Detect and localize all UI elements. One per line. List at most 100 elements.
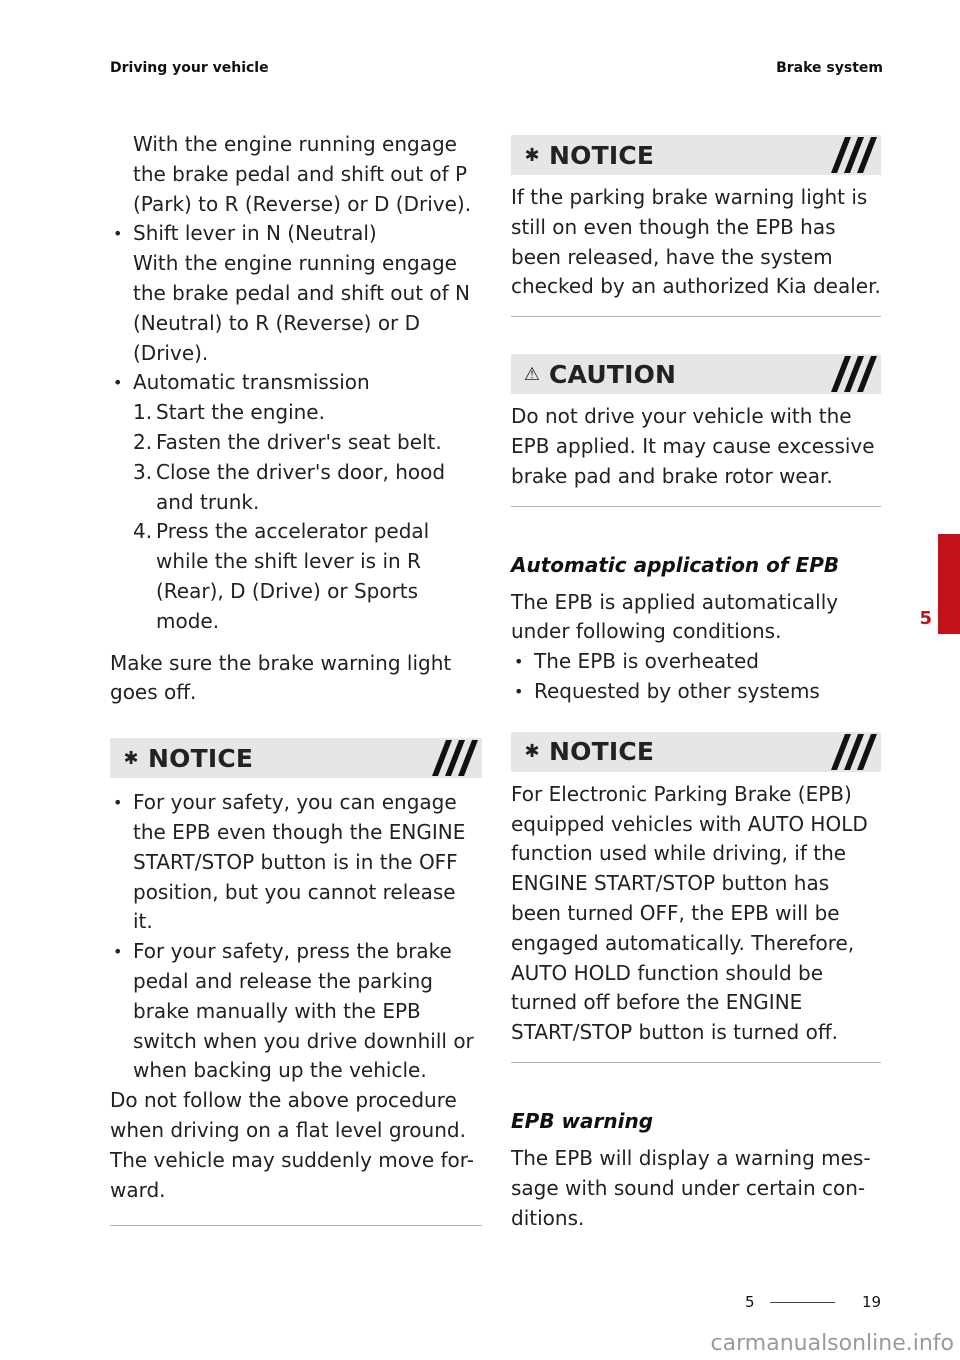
text-line: Requested by other systems bbox=[534, 678, 820, 703]
text-line: (Neutral) to R (Reverse) or D bbox=[133, 310, 421, 335]
text-line: The vehicle may suddenly move for- bbox=[110, 1147, 474, 1172]
text-line: With the engine running engage bbox=[133, 251, 457, 276]
text-line: Make sure the brake warning light bbox=[110, 650, 452, 675]
text-line: been released, have the system bbox=[511, 244, 833, 269]
text-line: START/STOP button is turned off. bbox=[511, 1020, 838, 1045]
text-line: goes off. bbox=[110, 680, 197, 705]
text-line: Do not follow the above procedure bbox=[110, 1088, 457, 1113]
diagonal-stripes-icon bbox=[432, 740, 478, 777]
text-line: For your safety, you can engage bbox=[133, 790, 457, 815]
text-line: (Rear), D (Drive) or Sports bbox=[156, 578, 419, 603]
text-line: If the parking brake warning light is bbox=[511, 185, 868, 209]
diagonal-stripes-icon bbox=[831, 137, 877, 173]
section-divider bbox=[110, 1225, 482, 1227]
text-line: when backing up the vehicle. bbox=[133, 1058, 427, 1083]
text-line: it. bbox=[133, 909, 153, 934]
conditions-list: The EPB is overheated Requested by other… bbox=[511, 647, 881, 707]
text-line: equipped vehicles with AUTO HOLD bbox=[511, 811, 868, 836]
text-line: Fasten the driver's seat belt. bbox=[156, 429, 442, 454]
list-item: 4. Press the accelerator pedal while the… bbox=[133, 517, 482, 636]
text-line: still on even though the EPB has bbox=[511, 214, 836, 239]
running-header-chapter: Driving your vehicle bbox=[110, 60, 269, 76]
text-line: pedal and release the parking bbox=[133, 968, 433, 993]
text-line: under following conditions. bbox=[511, 619, 782, 644]
section-divider bbox=[511, 1061, 881, 1063]
text-line: The EPB is overheated bbox=[534, 649, 759, 674]
text-line: switch when you drive downhill or bbox=[133, 1028, 474, 1053]
notice-asterisk-icon: ✱ bbox=[524, 741, 540, 763]
notice-bullet-list: For your safety, you can engage the EPB … bbox=[110, 788, 482, 1086]
list-item: 2. Fasten the driver's seat belt. bbox=[133, 428, 482, 458]
notice-banner: ✱ NOTICE bbox=[511, 731, 881, 772]
caution-banner: ⚠ CAUTION bbox=[511, 354, 881, 395]
bullet-title: Automatic transmission bbox=[133, 370, 370, 395]
text-line: while the shift lever is in R bbox=[156, 549, 421, 574]
list-item: Shift lever in N (Neutral) With the engi… bbox=[110, 219, 482, 368]
text-line: For Electronic Parking Brake (EPB) bbox=[511, 781, 852, 806]
list-item: The EPB is overheated bbox=[511, 647, 881, 677]
text-line: been turned OFF, the EPB will be bbox=[511, 900, 840, 925]
text-line: brake manually with the EPB bbox=[133, 998, 421, 1023]
continued-paragraph: With the engine running engage the brake… bbox=[110, 130, 482, 219]
text-line: sage with sound under certain con- bbox=[511, 1175, 866, 1200]
text-line: Start the engine. bbox=[156, 400, 325, 425]
text-line: (Drive). bbox=[133, 340, 209, 365]
text-line: (Park) to R (Reverse) or D (Drive). bbox=[133, 191, 472, 216]
text-line: Do not drive your vehicle with the bbox=[511, 404, 852, 429]
text-line: the brake pedal and shift out of P bbox=[133, 161, 468, 186]
list-item: Automatic transmission bbox=[110, 368, 482, 398]
notice-title: NOTICE bbox=[148, 743, 254, 773]
text-line: and trunk. bbox=[156, 489, 260, 514]
section-heading: Automatic application of EPB bbox=[511, 552, 840, 577]
list-item: For your safety, press the brake pedal a… bbox=[110, 937, 482, 1086]
list-item: 1. Start the engine. bbox=[133, 398, 482, 428]
text-line: START/STOP button is in the OFF bbox=[133, 849, 458, 874]
watermark: carmanualsonline.info bbox=[710, 1331, 954, 1356]
text-line: brake pad and brake rotor wear. bbox=[511, 463, 833, 488]
footer-divider bbox=[770, 1302, 835, 1303]
text-line: the EPB even though the ENGINE bbox=[133, 819, 466, 844]
left-column: With the engine running engage the brake… bbox=[110, 130, 482, 1227]
right-column: ✱ NOTICE If the parking brake warning li… bbox=[511, 130, 881, 1233]
text-line: ditions. bbox=[511, 1205, 585, 1230]
footer-chapter-number: 5 bbox=[745, 1293, 755, 1311]
chapter-tab-number: 5 bbox=[919, 608, 932, 629]
footer-page-number: 19 bbox=[862, 1293, 882, 1311]
notice-asterisk-icon: ✱ bbox=[123, 747, 139, 769]
bullet-title: Shift lever in N (Neutral) bbox=[133, 221, 377, 246]
caution-title: CAUTION bbox=[549, 359, 677, 389]
notice-banner: ✱ NOTICE bbox=[511, 135, 881, 175]
notice-title: NOTICE bbox=[549, 140, 655, 170]
text-line: ward. bbox=[110, 1177, 166, 1202]
text-line: turned off before the ENGINE bbox=[511, 990, 803, 1015]
notice-title: NOTICE bbox=[549, 737, 655, 767]
shift-bullet-list: Shift lever in N (Neutral) With the engi… bbox=[110, 219, 482, 398]
section-divider bbox=[511, 505, 881, 507]
text-line: The EPB is applied automatically bbox=[511, 589, 839, 614]
text-line: EPB applied. It may cause excessive bbox=[511, 433, 875, 458]
text-line: mode. bbox=[156, 608, 220, 633]
step-number: 1. bbox=[133, 400, 153, 425]
text-line: ENGINE START/STOP button has bbox=[511, 871, 830, 896]
diagonal-stripes-icon bbox=[831, 733, 877, 770]
list-item: For your safety, you can engage the EPB … bbox=[110, 788, 482, 937]
section-heading: EPB warning bbox=[511, 1108, 654, 1133]
text-line: function used while driving, if the bbox=[511, 841, 847, 866]
text-line: With the engine running engage bbox=[133, 132, 457, 156]
text-line: position, but you cannot release bbox=[133, 879, 456, 904]
text-line: Close the driver's door, hood bbox=[156, 459, 446, 484]
text-line: Press the accelerator pedal bbox=[156, 519, 430, 544]
text-line: the brake pedal and shift out of N bbox=[133, 280, 470, 305]
text-line: checked by an authorized Kia dealer. bbox=[511, 274, 881, 299]
step-number: 3. bbox=[133, 459, 153, 484]
list-item: 3. Close the driver's door, hood and tru… bbox=[133, 458, 482, 518]
text-line: AUTO HOLD function should be bbox=[511, 960, 823, 985]
chapter-tab-marker bbox=[938, 534, 960, 634]
text-line: when driving on a flat level ground. bbox=[110, 1117, 466, 1142]
text-line: The EPB will display a warning mes- bbox=[511, 1145, 871, 1170]
notice-banner: ✱ NOTICE bbox=[110, 738, 482, 779]
diagonal-stripes-icon bbox=[831, 356, 877, 393]
step-number: 2. bbox=[133, 429, 153, 454]
running-header-section: Brake system bbox=[776, 60, 883, 76]
text-line: engaged automatically. Therefore, bbox=[511, 930, 855, 955]
